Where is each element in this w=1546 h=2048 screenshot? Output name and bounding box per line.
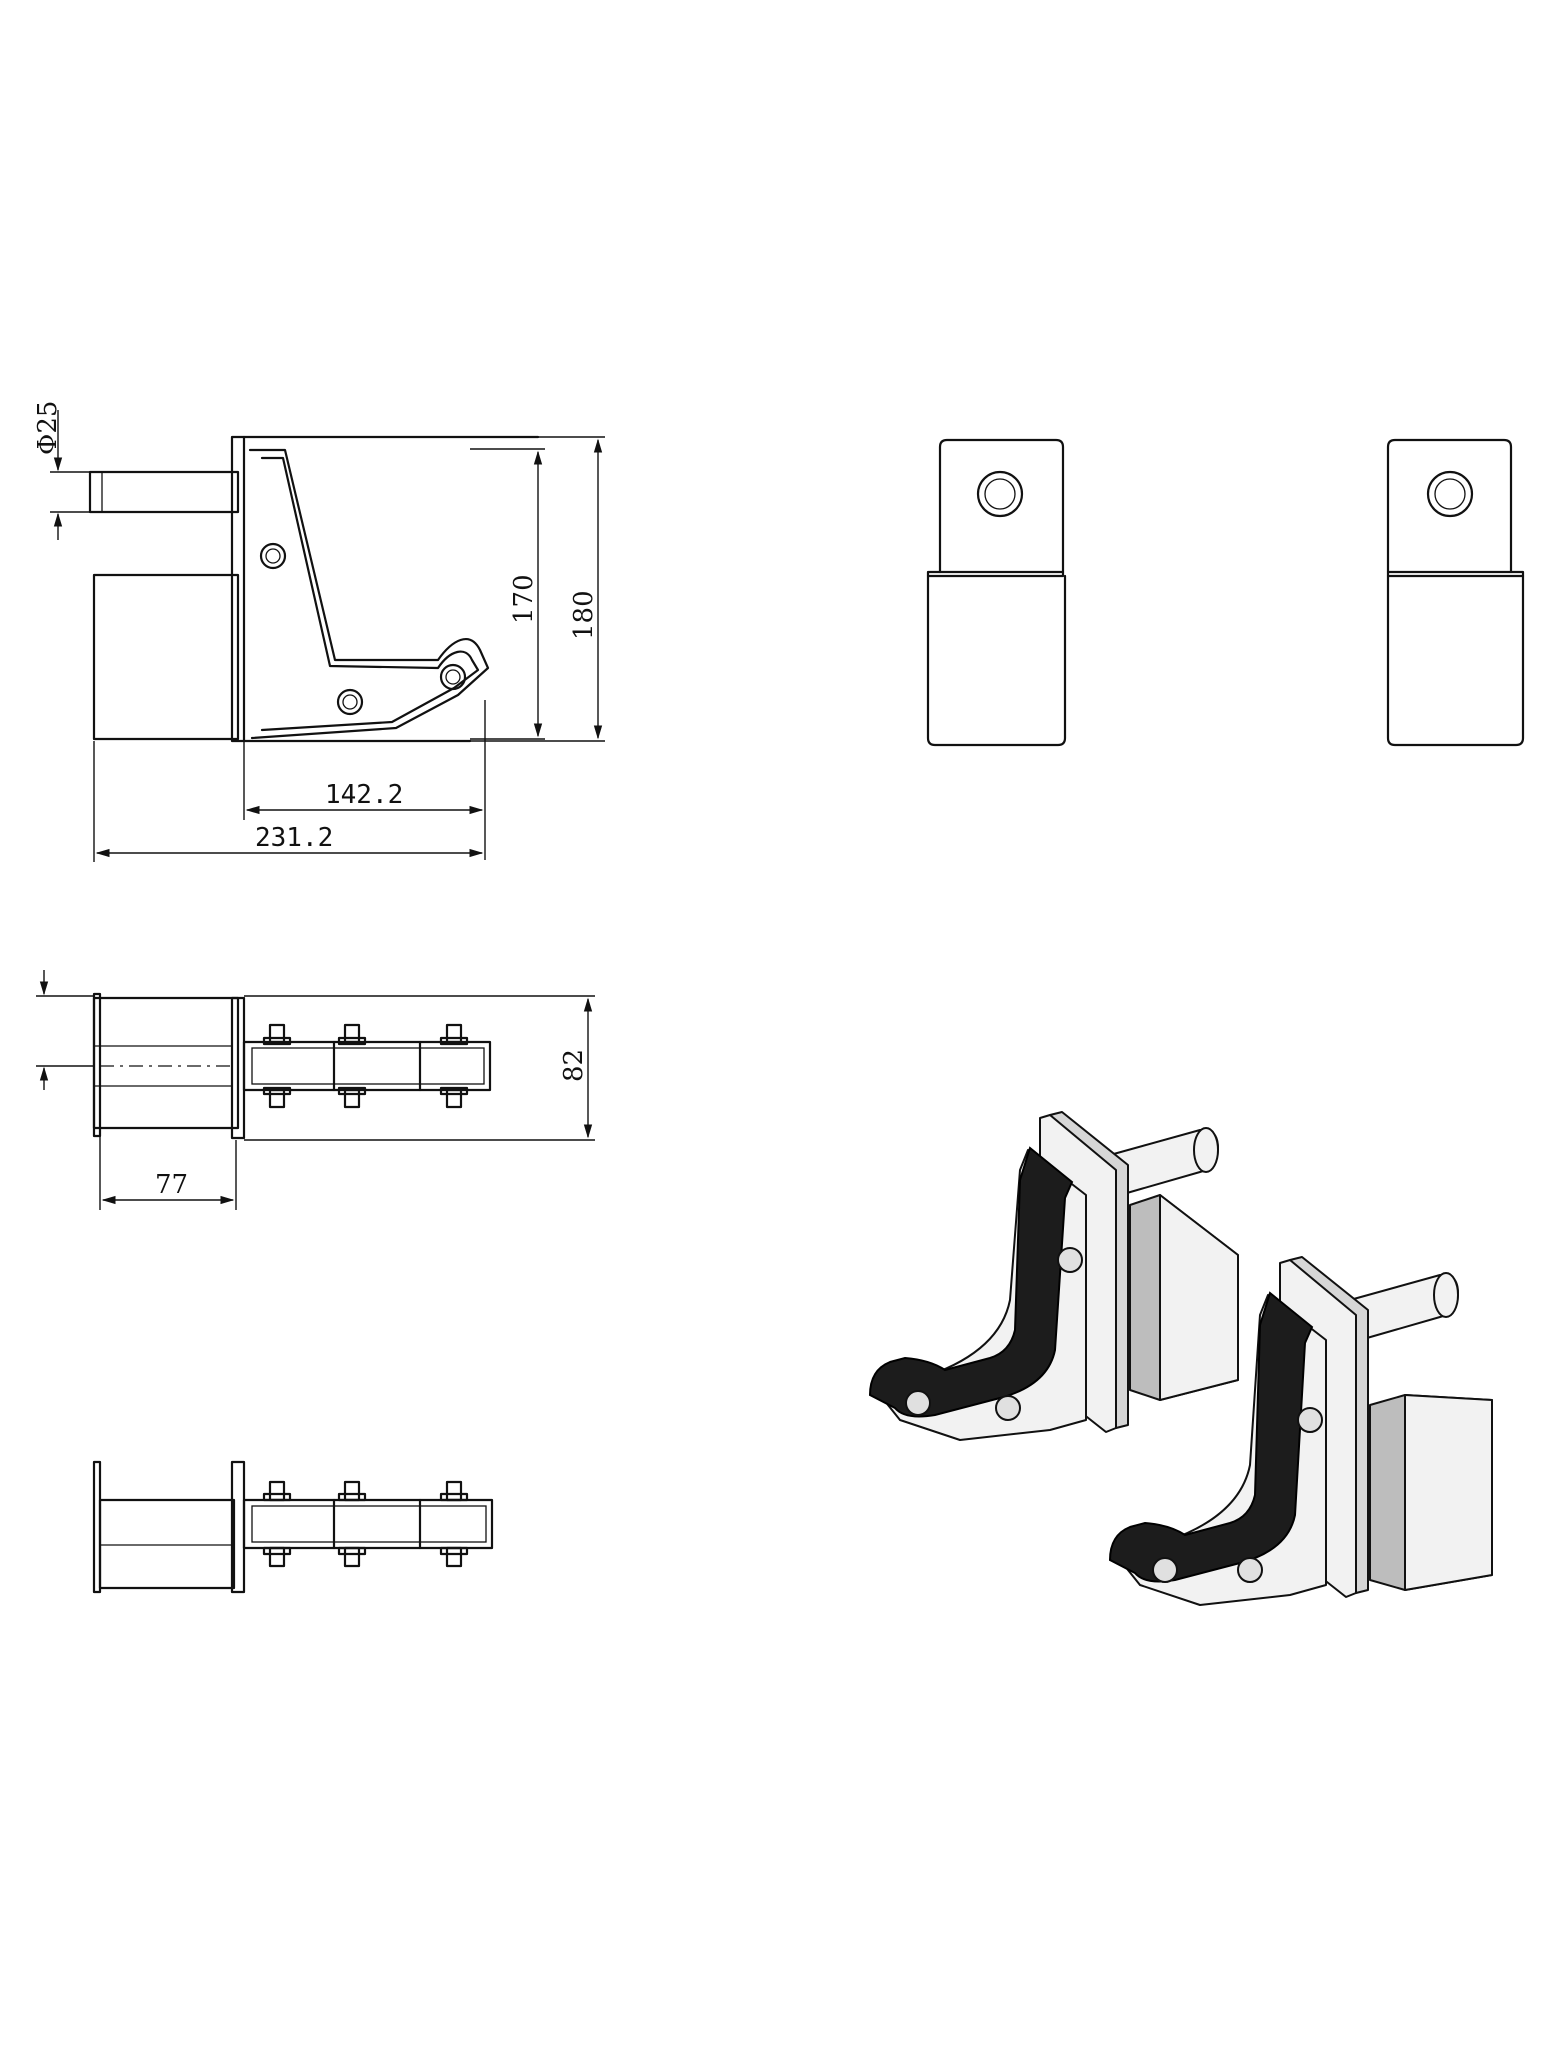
dim-sleeve-length: 77 — [155, 1170, 188, 1200]
iso-hook-back — [868, 1111, 1239, 1441]
side-view: Φ25 170 180 142.2 231.2 — [33, 401, 605, 862]
dim-total-width: 82 — [559, 1049, 589, 1082]
dim-inner-height: 170 — [509, 574, 539, 624]
dim-total-length: 231.2 — [255, 823, 333, 853]
rear-view — [1386, 438, 1525, 747]
bottom-bolts — [262, 1480, 469, 1568]
front-view — [926, 438, 1067, 747]
bottom-view — [92, 1460, 494, 1594]
dim-total-height: 180 — [569, 590, 599, 640]
top-view: 82 77 — [36, 970, 595, 1210]
iso-hook-front — [1108, 1256, 1493, 1606]
dim-arm-length: 142.2 — [325, 780, 403, 810]
top-bolts — [262, 1023, 469, 1109]
dim-pin-diameter: Φ25 — [33, 401, 63, 455]
isometric-view — [868, 1111, 1493, 1606]
